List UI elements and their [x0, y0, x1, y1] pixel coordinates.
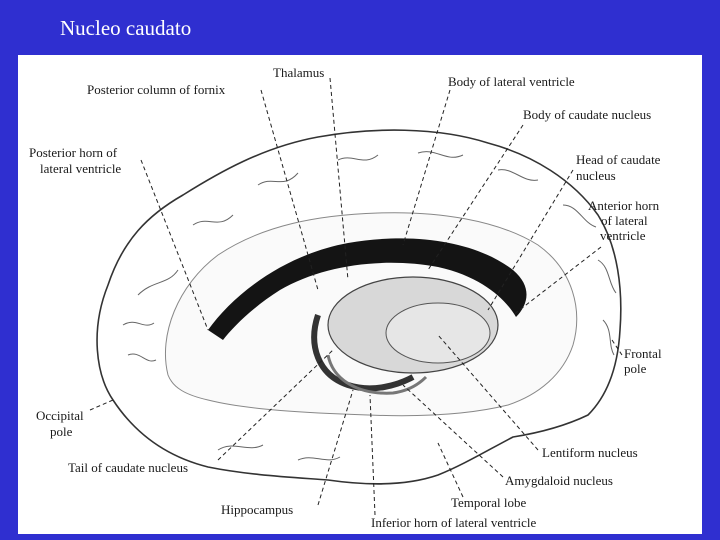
label-thalamus: Thalamus: [273, 65, 324, 80]
leader-head-caudate: [487, 169, 574, 311]
slide-title: Nucleo caudato: [60, 16, 192, 40]
label-inferior-horn: Inferior horn of lateral ventricle: [371, 515, 537, 530]
label-head-caudate-2: nucleus: [576, 168, 616, 183]
label-posterior-horn-2: lateral ventricle: [40, 161, 121, 176]
label-amygdaloid-nucleus: Amygdaloid nucleus: [505, 473, 613, 488]
leader-thalamus: [329, 77, 349, 281]
label-temporal-lobe: Temporal lobe: [451, 495, 526, 510]
brain-diagram: Thalamus Posterior column of fornix Body…: [29, 65, 662, 530]
label-occipital-pole-1: Occipital: [36, 408, 84, 423]
lateral-ventricle: [208, 238, 527, 340]
leader-inferior-horn: [369, 394, 376, 516]
leader-tail-caudate: [217, 349, 334, 461]
leader-hippocampus: [317, 389, 354, 506]
label-anterior-horn-3: ventricle: [600, 228, 646, 243]
diagram-panel: Thalamus Posterior column of fornix Body…: [18, 55, 702, 534]
label-posterior-column-fornix: Posterior column of fornix: [87, 82, 226, 97]
leader-frontal-pole: [611, 339, 623, 356]
label-tail-caudate-nucleus: Tail of caudate nucleus: [68, 460, 188, 475]
label-occipital-pole-2: pole: [50, 424, 73, 439]
label-anterior-horn-1: Anterior horn: [588, 198, 660, 213]
label-anterior-horn-2: of lateral: [601, 213, 648, 228]
label-body-lateral-ventricle: Body of lateral ventricle: [448, 74, 575, 89]
leader-temporal-lobe: [437, 442, 464, 498]
leader-occipital-pole: [89, 399, 114, 411]
label-frontal-pole-2: pole: [624, 361, 647, 376]
label-lentiform-nucleus: Lentiform nucleus: [542, 445, 638, 460]
lentiform-shape: [385, 302, 491, 364]
leader-posterior-horn: [140, 159, 209, 331]
leader-body-lateral-ventricle: [402, 89, 451, 246]
label-hippocampus: Hippocampus: [221, 502, 293, 517]
hippocampus-shape: [326, 354, 428, 395]
leader-lentiform: [437, 334, 539, 451]
leader-body-caudate: [427, 124, 524, 271]
brain-outline: [96, 129, 622, 485]
leader-amygdaloid: [402, 384, 504, 478]
label-frontal-pole-1: Frontal: [624, 346, 662, 361]
label-body-caudate-nucleus: Body of caudate nucleus: [523, 107, 651, 122]
label-posterior-horn-1: Posterior horn of: [29, 145, 118, 160]
label-head-caudate-1: Head of caudate: [576, 152, 661, 167]
leader-anterior-horn: [512, 246, 602, 316]
gyri-lines: [122, 151, 617, 461]
